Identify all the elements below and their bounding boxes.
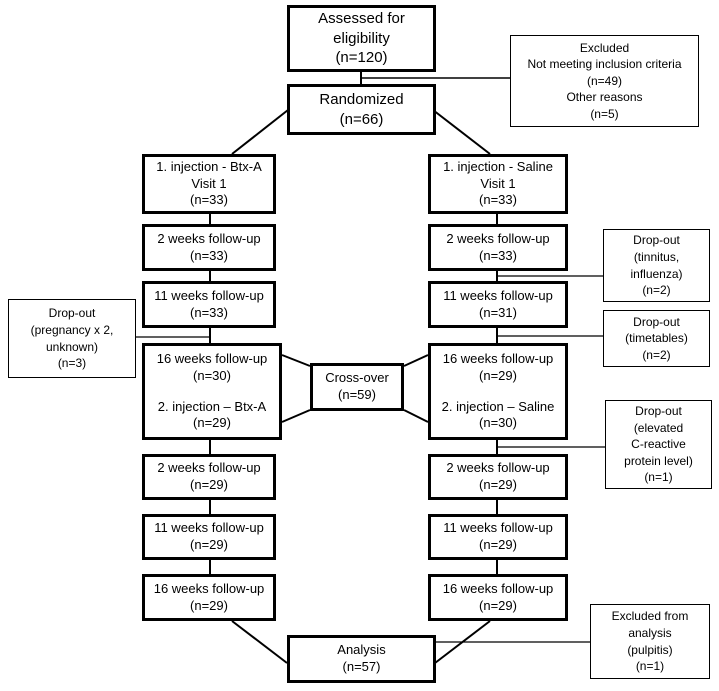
right-2wk-box: 2 weeks follow-up (n=33) xyxy=(428,224,568,271)
analysis-title: Analysis xyxy=(337,642,386,658)
left-injection-2-title: 2. injection – Btx-A xyxy=(157,398,267,414)
dropout-right-1-line-2: (tinnitus, xyxy=(633,249,680,264)
dropout-right-3-title: Drop-out xyxy=(635,404,682,419)
crossover-title: Cross-over xyxy=(325,370,389,386)
dropout-left-line-2: (pregnancy x 2, xyxy=(30,322,114,337)
crossover-box: Cross-over (n=59) xyxy=(310,363,404,411)
excluded-analysis-count: (n=1) xyxy=(635,659,665,674)
left-2wk-b-title: 2 weeks follow-up xyxy=(157,460,261,476)
left-16wk-b-count: (n=29) xyxy=(190,597,228,613)
left-injection-1-visit: Visit 1 xyxy=(191,175,227,191)
dropout-right-3-line-2: (elevated xyxy=(633,420,684,435)
randomized-count: (n=66) xyxy=(339,110,384,128)
dropout-left-title: Drop-out xyxy=(48,306,96,321)
right-injection-1-box: 1. injection - Saline Visit 1 (n=33) xyxy=(428,154,568,214)
left-11wk-title: 11 weeks follow-up xyxy=(154,287,264,303)
right-injection-1-visit: Visit 1 xyxy=(480,175,516,191)
dropout-right-2-box: Drop-out (timetables) (n=2) xyxy=(603,310,710,367)
dropout-right-2-line-2: (timetables) xyxy=(625,331,688,346)
dropout-right-2-count: (n=2) xyxy=(642,347,671,362)
randomized-title: Randomized xyxy=(319,90,404,108)
left-2wk-b-box: 2 weeks follow-up (n=29) xyxy=(142,454,276,500)
dropout-right-3-line-3: C-reactive xyxy=(631,437,686,452)
left-injection-1-title: 1. injection - Btx-A xyxy=(156,158,262,174)
excluded-title: Excluded xyxy=(579,40,630,55)
right-2wk-b-count: (n=29) xyxy=(479,477,517,492)
right-injection-2-count: (n=30) xyxy=(479,415,517,431)
analysis-count: (n=57) xyxy=(342,659,381,674)
excluded-reason-2: Other reasons xyxy=(566,90,643,105)
left-16wk-count: (n=30) xyxy=(193,367,231,383)
left-16wk-b-title: 16 weeks follow-up xyxy=(153,580,265,596)
excluded-analysis-box: Excluded from analysis (pulpitis) (n=1) xyxy=(590,604,710,679)
randomized-box: Randomized (n=66) xyxy=(287,84,436,135)
right-11wk-title: 11 weeks follow-up xyxy=(443,287,553,303)
left-2wk-b-count: (n=29) xyxy=(190,477,228,492)
left-16wk-b-box: 16 weeks follow-up (n=29) xyxy=(142,574,276,621)
right-11wk-b-title: 11 weeks follow-up xyxy=(443,520,553,536)
right-2wk-count: (n=33) xyxy=(479,247,517,263)
right-2wk-title: 2 weeks follow-up xyxy=(446,230,550,246)
analysis-box: Analysis (n=57) xyxy=(287,635,436,683)
excluded-analysis-title: Excluded from xyxy=(611,609,689,624)
dropout-right-3-count: (n=1) xyxy=(644,470,673,485)
right-injection-2-title: 2. injection – Saline xyxy=(441,398,555,414)
dropout-right-2-title: Drop-out xyxy=(633,314,680,329)
left-injection-1-count: (n=33) xyxy=(190,192,228,208)
right-11wk-count: (n=31) xyxy=(479,304,517,320)
right-11wk-b-box: 11 weeks follow-up (n=29) xyxy=(428,514,568,560)
right-2wk-b-box: 2 weeks follow-up (n=29) xyxy=(428,454,568,500)
right-16wk-box: 16 weeks follow-up (n=29) 2. injection –… xyxy=(428,343,568,440)
dropout-right-1-box: Drop-out (tinnitus, influenza) (n=2) xyxy=(603,229,710,302)
left-injection-1-box: 1. injection - Btx-A Visit 1 (n=33) xyxy=(142,154,276,214)
dropout-right-1-line-3: influenza) xyxy=(630,266,683,281)
dropout-left-box: Drop-out (pregnancy x 2, unknown) (n=3) xyxy=(8,299,136,378)
right-2wk-b-title: 2 weeks follow-up xyxy=(446,460,550,476)
left-16wk-title: 16 weeks follow-up xyxy=(156,350,268,366)
left-11wk-box: 11 weeks follow-up (n=33) xyxy=(142,281,276,328)
dropout-right-3-box: Drop-out (elevated C-reactive protein le… xyxy=(605,400,712,489)
assessed-title: Assessed for xyxy=(318,9,405,27)
excluded-analysis-line-3: (pulpitis) xyxy=(627,642,673,657)
excluded-count-1: (n=49) xyxy=(586,73,623,88)
assessed-count: (n=120) xyxy=(335,49,388,67)
left-2wk-title: 2 weeks follow-up xyxy=(157,230,261,246)
right-injection-1-title: 1. injection - Saline xyxy=(443,158,553,174)
dropout-left-count: (n=3) xyxy=(57,356,87,371)
right-16wk-title: 16 weeks follow-up xyxy=(442,350,554,366)
dropout-right-3-line-4: protein level) xyxy=(624,453,693,468)
right-16wk-b-count: (n=29) xyxy=(479,597,517,613)
excluded-reason-1: Not meeting inclusion criteria xyxy=(527,57,682,72)
right-16wk-b-box: 16 weeks follow-up (n=29) xyxy=(428,574,568,621)
left-injection-2-count: (n=29) xyxy=(193,415,231,431)
right-16wk-b-title: 16 weeks follow-up xyxy=(442,580,554,596)
crossover-count: (n=59) xyxy=(338,387,376,402)
left-2wk-count: (n=33) xyxy=(190,247,228,263)
excluded-count-2: (n=5) xyxy=(590,106,619,121)
dropout-right-1-count: (n=2) xyxy=(642,283,671,298)
right-11wk-box: 11 weeks follow-up (n=31) xyxy=(428,281,568,328)
assessed-title-2: eligibility xyxy=(333,29,390,47)
excluded-box: Excluded Not meeting inclusion criteria … xyxy=(510,35,699,127)
left-11wk-count: (n=33) xyxy=(190,304,228,320)
left-11wk-b-title: 11 weeks follow-up xyxy=(154,520,264,536)
left-11wk-b-box: 11 weeks follow-up (n=29) xyxy=(142,514,276,560)
left-11wk-b-count: (n=29) xyxy=(190,537,228,552)
dropout-right-1-title: Drop-out xyxy=(633,233,680,248)
left-2wk-box: 2 weeks follow-up (n=33) xyxy=(142,224,276,271)
right-16wk-count: (n=29) xyxy=(479,367,517,383)
left-16wk-box: 16 weeks follow-up (n=30) 2. injection –… xyxy=(142,343,282,440)
right-injection-1-count: (n=33) xyxy=(479,192,517,208)
right-11wk-b-count: (n=29) xyxy=(479,537,517,552)
excluded-analysis-line-2: analysis xyxy=(628,625,672,640)
dropout-left-line-3: unknown) xyxy=(45,339,99,354)
assessed-box: Assessed for eligibility (n=120) xyxy=(287,5,436,72)
